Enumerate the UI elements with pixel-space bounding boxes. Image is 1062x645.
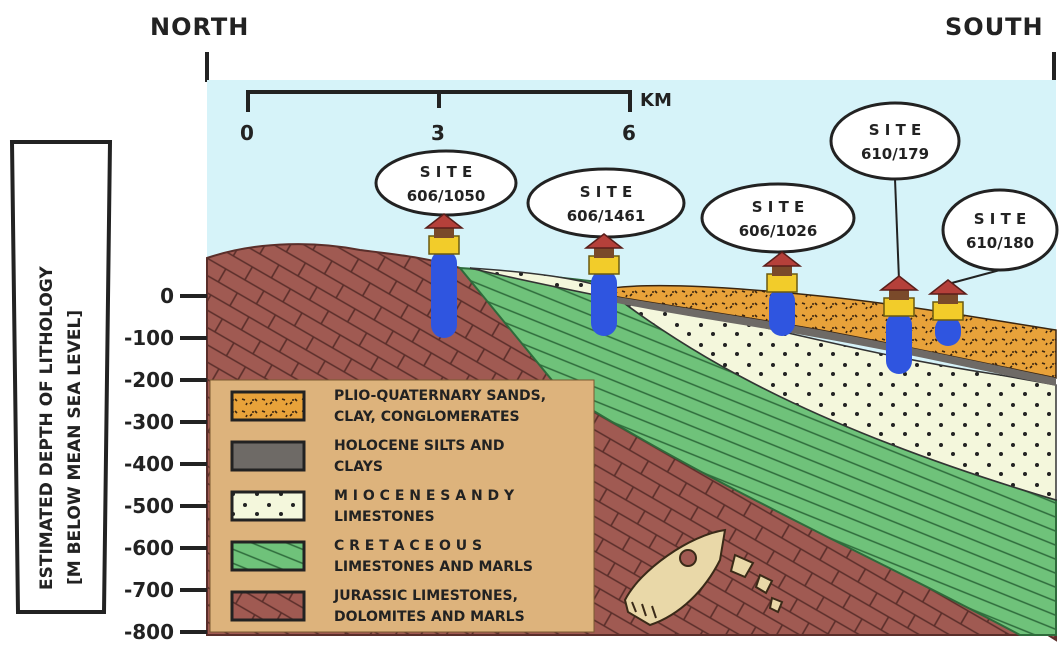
axis-label-line2: [M BELOW MEAN SEA LEVEL] [65, 310, 85, 585]
scale-tick-6: 6 [622, 121, 636, 145]
north-label: NORTH [150, 13, 249, 41]
legend-line1: M I O C E N E S A N D Y [334, 488, 515, 504]
legend-swatch [232, 592, 304, 620]
axis-label-box [12, 142, 110, 612]
y-tick-label: -200 [124, 368, 174, 392]
legend-swatch [232, 392, 304, 420]
y-tick-label: -600 [124, 536, 174, 560]
site-callout [702, 184, 854, 252]
legend-line1: JURASSIC LIMESTONES, [333, 588, 518, 604]
site-callout [528, 169, 684, 237]
well-shaft [886, 312, 912, 374]
site-word: S I T E [420, 163, 473, 181]
site-id: 606/1461 [567, 207, 646, 225]
axis-label-line1: ESTIMATED DEPTH OF LITHOLOGY [37, 266, 57, 590]
well-shaft [431, 250, 457, 338]
site-id: 610/180 [966, 234, 1034, 252]
well-collar [884, 298, 914, 316]
well-shaft [769, 288, 795, 336]
legend-swatch [232, 442, 304, 470]
legend-line2: CLAYS [334, 459, 383, 475]
y-tick-label: 0 [160, 284, 174, 308]
well-collar [767, 274, 797, 292]
y-tick-label: -100 [124, 326, 174, 350]
legend-line2: CLAY, CONGLOMERATES [334, 409, 520, 425]
y-tick-label: -700 [124, 578, 174, 602]
legend-line1: C R E T A C E O U S [334, 538, 482, 554]
y-tick-label: -400 [124, 452, 174, 476]
site-id: 610/179 [861, 145, 929, 163]
legend-line2: LIMESTONES AND MARLS [334, 559, 533, 575]
site-callout [376, 151, 516, 215]
site-callout [831, 103, 959, 179]
legend-line1: HOLOCENE SILTS AND [334, 438, 505, 454]
site-id: 606/1026 [739, 222, 818, 240]
legend-line2: LIMESTONES [334, 509, 435, 525]
legend-swatch [232, 542, 304, 570]
legend-swatch [232, 492, 304, 520]
y-tick-label: -800 [124, 620, 174, 644]
legend-line1: PLIO-QUATERNARY SANDS, [334, 388, 546, 404]
y-tick-label: -300 [124, 410, 174, 434]
south-label: SOUTH [945, 13, 1044, 41]
scale-tick-3: 3 [431, 121, 445, 145]
scale-unit: KM [640, 90, 672, 111]
legend-line2: DOLOMITES AND MARLS [334, 609, 525, 625]
site-word: S I T E [869, 121, 922, 139]
well-collar [589, 256, 619, 274]
y-tick-label: -500 [124, 494, 174, 518]
well-collar [933, 302, 963, 320]
site-word: S I T E [752, 198, 805, 216]
well-collar [429, 236, 459, 254]
scale-tick-0: 0 [240, 121, 254, 145]
site-id: 606/1050 [407, 187, 486, 205]
well-shaft [591, 270, 617, 336]
site-callout [943, 190, 1057, 270]
site-word: S I T E [974, 210, 1027, 228]
site-word: S I T E [580, 183, 633, 201]
